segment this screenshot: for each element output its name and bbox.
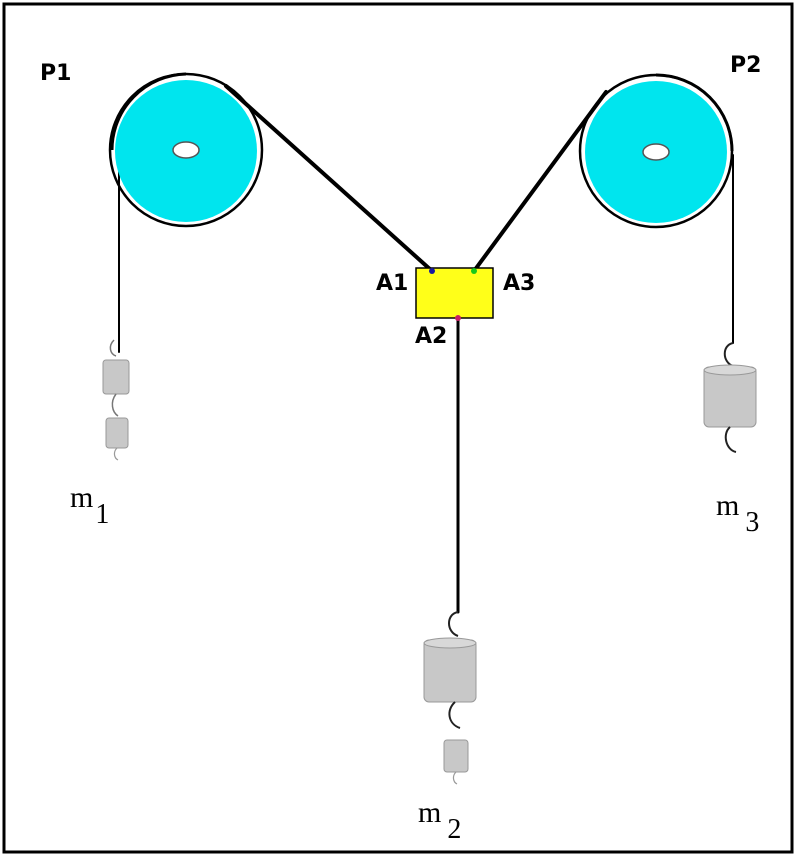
hook-icon [113,447,119,461]
label-p2: P2 [730,53,761,78]
strings [118,84,734,614]
hanging-weight-icon [105,417,129,449]
weight-m1 [102,339,130,461]
hanging-weight-icon [703,366,757,428]
hook-icon [448,701,461,729]
label-m2: m2 [418,796,461,845]
pulley-groove [655,73,734,152]
axle-icon [642,143,670,161]
yellow-knot-block [415,267,494,319]
pulley-p1 [108,72,264,228]
label-m3: m3 [716,489,759,538]
hanging-weight-icon [443,739,469,773]
label-p1: P1 [40,61,71,86]
string-p1-a1 [224,84,434,273]
hook-icon [109,339,117,357]
hook-icon [111,393,119,417]
axle-icon [172,141,200,159]
weight-m3 [703,342,757,453]
pulley-groove [110,72,187,151]
weight-m2 [423,611,477,785]
weight-top [423,637,477,649]
string-p2-a3 [472,90,608,273]
hanging-weight-icon [102,359,130,395]
hook-icon [723,342,734,367]
pulley-p2 [578,73,734,229]
label-m1: m1 [70,481,109,530]
attach-point-a1 [429,268,435,274]
attach-point-a2 [455,315,461,321]
label-a2: A2 [415,324,447,349]
attach-point-a3 [471,268,477,274]
hook-icon [724,426,737,453]
label-a3: A3 [503,271,535,296]
label-a1: A1 [376,271,408,296]
weight-top [703,364,757,376]
hook-icon [452,771,458,785]
hanging-weight-icon [423,639,477,703]
hook-icon [448,611,459,637]
